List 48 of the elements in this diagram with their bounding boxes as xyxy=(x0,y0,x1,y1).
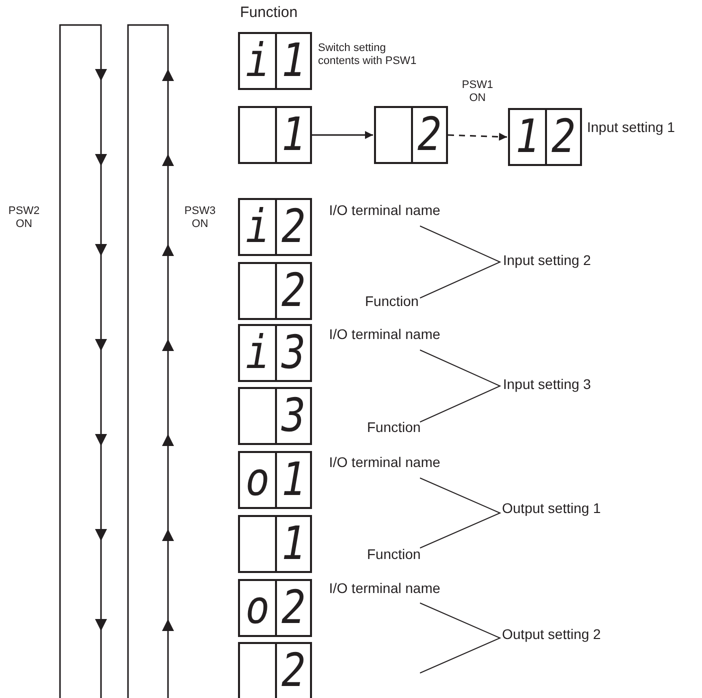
display-digit: 1 xyxy=(281,112,306,158)
text-label: Input setting 3 xyxy=(503,376,591,392)
segment-display xyxy=(374,106,448,164)
text-label: Input setting 2 xyxy=(503,252,591,268)
display-digit: i xyxy=(245,204,270,250)
display-digit: 3 xyxy=(281,393,306,439)
display-caption: Input setting 1 xyxy=(587,119,675,136)
text-label: Function xyxy=(367,419,421,436)
text-label: PSW2 ON xyxy=(7,205,41,230)
text-label: I/O terminal name xyxy=(329,202,440,218)
text-label: Function xyxy=(365,293,419,310)
segment-display xyxy=(238,106,312,164)
text-label: Output setting 1 xyxy=(502,500,601,516)
text-label: Switch setting contents with PSW1 xyxy=(318,42,418,68)
display-digit: o xyxy=(245,457,270,503)
text-label: Output setting 2 xyxy=(502,626,601,642)
arrow xyxy=(448,132,508,141)
display-digit: 3 xyxy=(281,330,306,376)
display-digit: 1 xyxy=(515,114,540,160)
display-digit: 2 xyxy=(551,114,576,160)
segment-display xyxy=(238,515,312,573)
text-label: I/O terminal name xyxy=(329,326,440,342)
display-digit: 2 xyxy=(281,204,306,250)
display-digit: o xyxy=(245,585,270,631)
display-digit: 1 xyxy=(281,38,306,84)
display-digit: 2 xyxy=(417,112,442,158)
display-digit: 2 xyxy=(281,648,306,694)
text-label: Function xyxy=(367,546,421,562)
segment-display xyxy=(238,387,312,445)
segment-display xyxy=(238,32,312,90)
display-digit: i xyxy=(245,330,270,376)
segment-display xyxy=(238,324,312,382)
display-digit: i xyxy=(245,38,270,84)
segment-display xyxy=(238,451,312,509)
segment-display xyxy=(238,198,312,256)
text-label: I/O terminal name xyxy=(329,454,440,470)
text-label: I/O terminal name xyxy=(329,580,440,596)
text-label: Function xyxy=(240,4,298,22)
segment-display xyxy=(238,642,312,698)
arrow xyxy=(312,131,373,139)
segment-display xyxy=(238,579,312,637)
segment-display xyxy=(238,262,312,320)
display-digit: 2 xyxy=(281,268,306,314)
display-digit: 1 xyxy=(281,457,306,503)
display-digit: 1 xyxy=(281,521,306,567)
segment-display xyxy=(508,108,582,166)
text-label: PSW3 ON xyxy=(183,205,217,230)
display-digit: 2 xyxy=(281,585,306,631)
